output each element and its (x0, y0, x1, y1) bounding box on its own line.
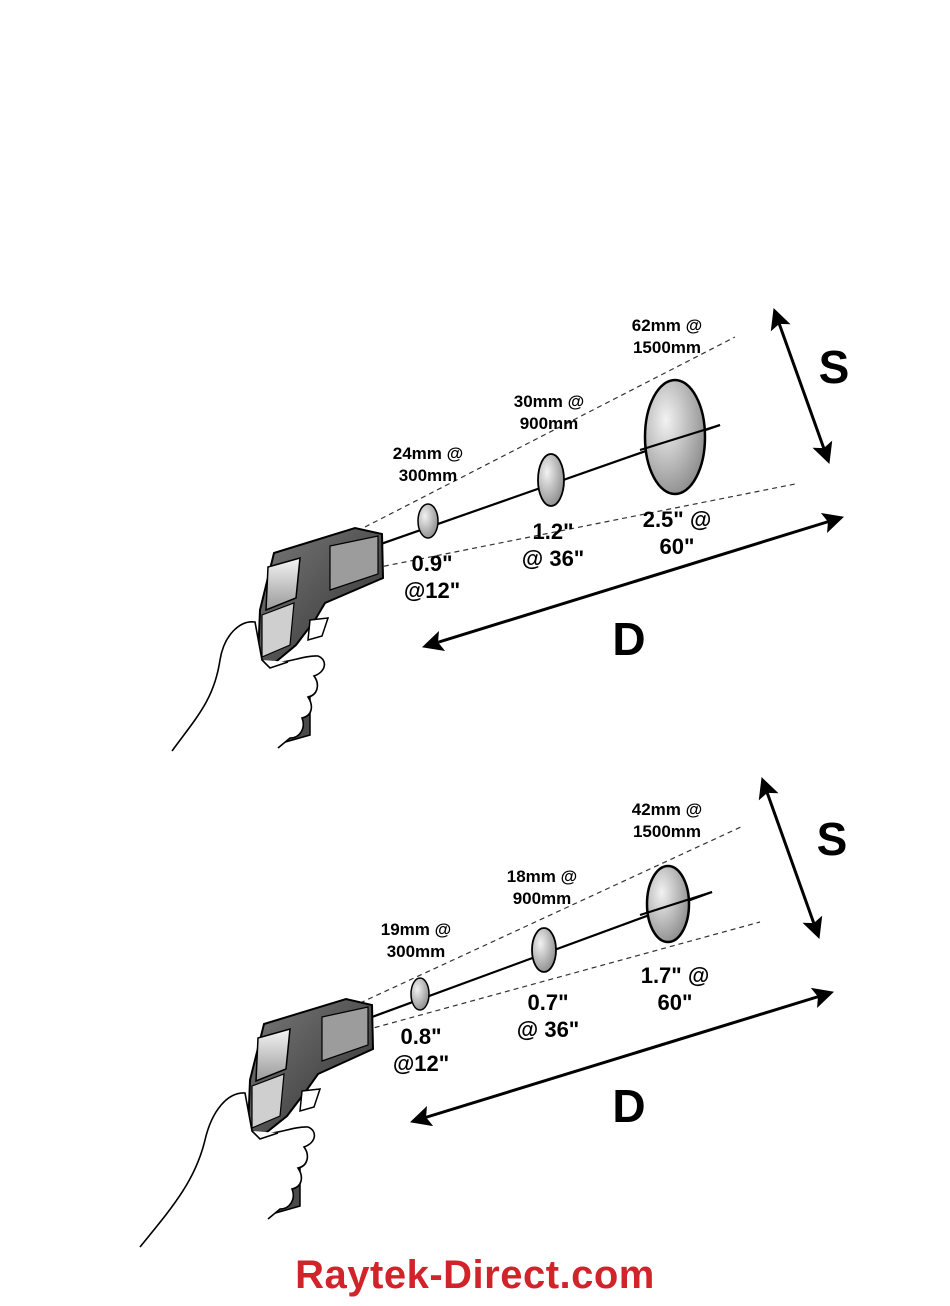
spot-middle-bottom-label-line2: @ 36" (517, 1017, 579, 1042)
spot-far-bottom-label-line2: 60" (660, 534, 695, 559)
spot-near-top-label-line2: 300mm (399, 466, 458, 485)
spot-middle-bottom-label-line1: 0.7" (527, 990, 568, 1015)
spot-near (418, 504, 438, 538)
spot-near-bottom-label-line1: 0.9" (411, 551, 452, 576)
spot-far-top-label-line2: 1500mm (633, 338, 701, 357)
spot-middle-top-label-line2: 900mm (520, 414, 579, 433)
spot-far-bottom-label-line2: 60" (658, 990, 693, 1015)
distance-label: D (612, 613, 645, 665)
spot-far-bottom-label-line1: 1.7" @ (641, 963, 710, 988)
distance-label: D (612, 1080, 645, 1132)
hand-outline (172, 622, 324, 751)
brand-footer: Raytek-Direct.com (0, 1253, 950, 1298)
hand-outline (140, 1093, 314, 1247)
spot-middle (532, 928, 556, 972)
spot-far-top-label-line1: 42mm @ (632, 800, 702, 819)
spot-middle-top-label-line1: 30mm @ (514, 392, 584, 411)
spot-middle-top-label-line1: 18mm @ (507, 867, 577, 886)
spot-far (645, 380, 705, 494)
spot-far-top-label-line2: 1500mm (633, 822, 701, 841)
size-arrow (763, 781, 818, 935)
spot-far-top-label-line1: 62mm @ (632, 316, 702, 335)
spot-near-bottom-label-line1: 0.8" (400, 1024, 441, 1049)
spot-near-top-label-line2: 300mm (387, 942, 446, 961)
size-label: S (819, 341, 850, 393)
spot-near-top-label-line1: 19mm @ (381, 920, 451, 939)
spot-middle-bottom-label-line2: @ 36" (522, 546, 584, 571)
size-label: S (817, 813, 848, 865)
spot-near-bottom-label-line2: @12" (393, 1051, 449, 1076)
panel-1: 24mm @ 300mm 30mm @ 900mm 62mm @ 1500mm … (172, 312, 849, 751)
spot-near (411, 978, 429, 1010)
spot-far-bottom-label-line1: 2.5" @ (643, 507, 712, 532)
spot-middle-bottom-label-line1: 1.2" (532, 519, 573, 544)
spot-near-top-label-line1: 24mm @ (393, 444, 463, 463)
spot-near-bottom-label-line2: @12" (404, 578, 460, 603)
panel-2: 19mm @ 300mm 18mm @ 900mm 42mm @ 1500mm … (140, 781, 847, 1247)
spot-middle-top-label-line2: 900mm (513, 889, 572, 908)
spot-middle (538, 454, 564, 506)
spot-far (647, 866, 689, 942)
